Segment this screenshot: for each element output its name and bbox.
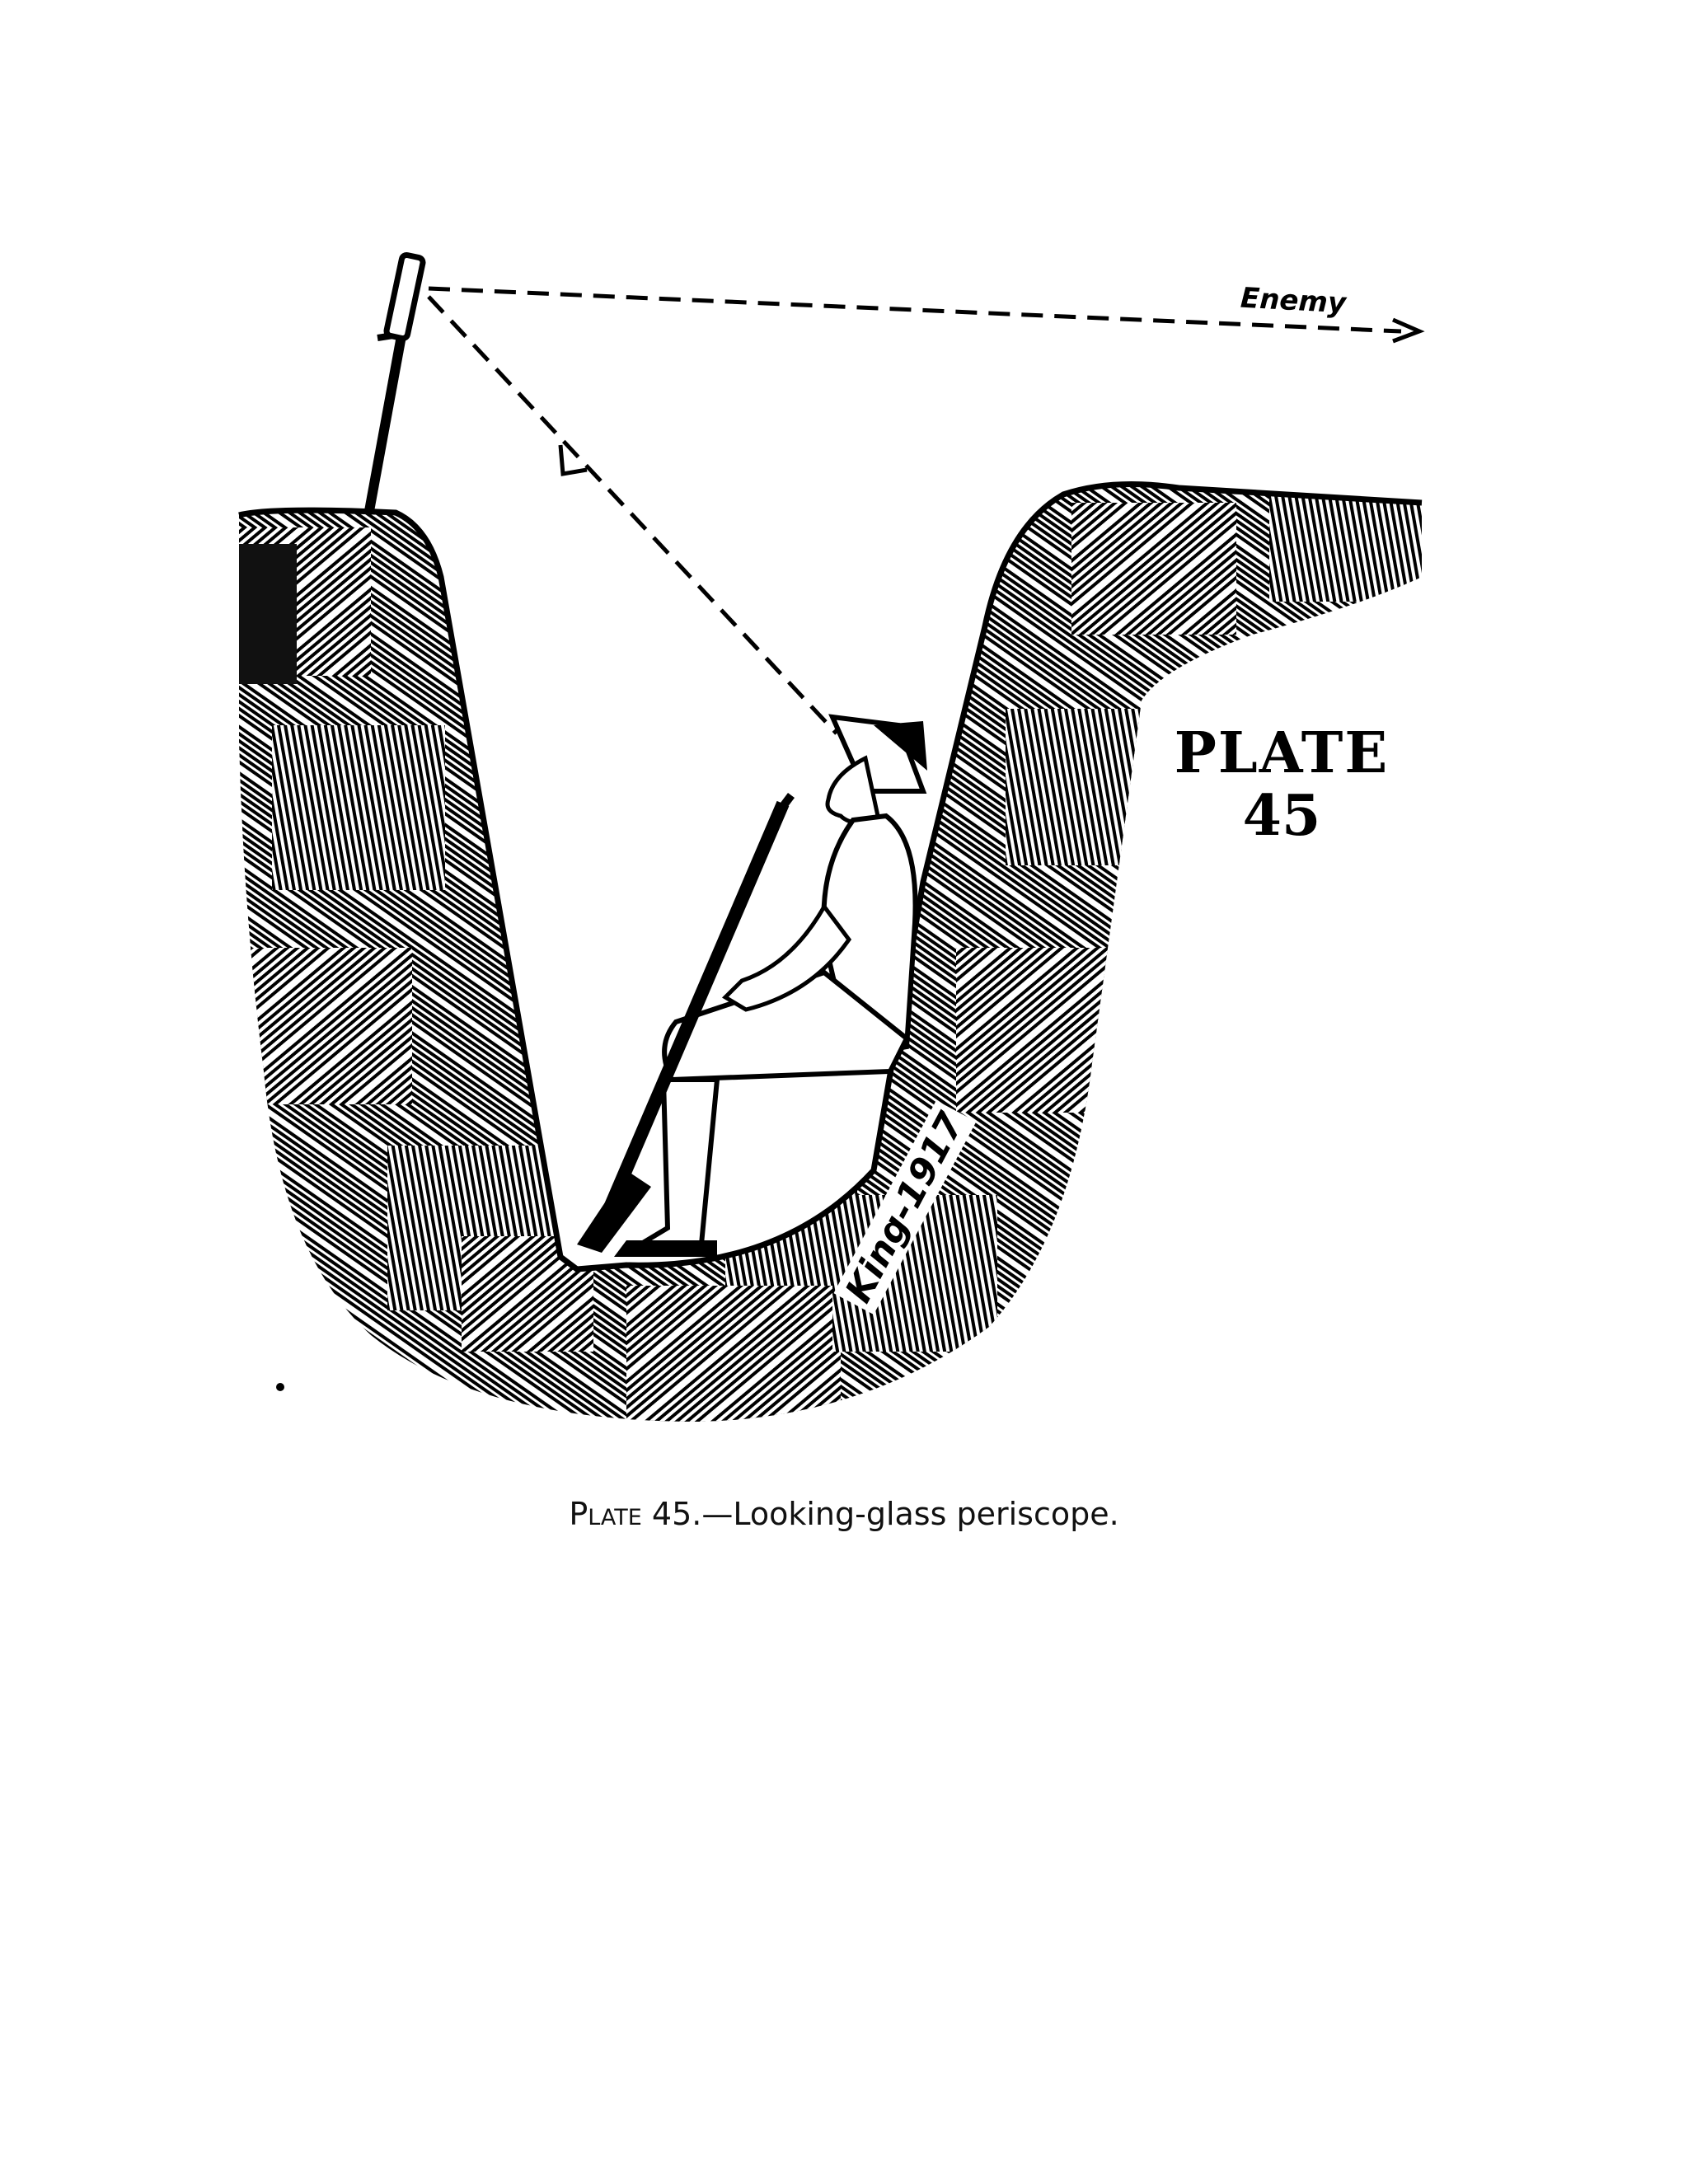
caption-text: 45.—Looking-glass periscope.	[641, 1496, 1119, 1532]
seated-soldier-icon	[614, 714, 927, 1257]
ink-speck	[276, 1383, 284, 1391]
figure-caption: Plate 45.—Looking-glass periscope.	[0, 1496, 1688, 1532]
sight-lines	[427, 286, 1425, 735]
parapet-shadow	[239, 544, 297, 684]
trench-illustration	[238, 252, 1425, 1422]
enemy-label: Enemy	[1240, 281, 1348, 321]
periscope-mirror-icon	[364, 252, 426, 513]
caption-plate-word: Plate	[569, 1496, 642, 1532]
arrow-up-left-icon	[558, 444, 588, 476]
plate-word: PLATE	[1174, 720, 1390, 786]
plate-number: 45	[1242, 783, 1321, 849]
rifle-icon	[577, 793, 795, 1253]
trench-outline	[238, 481, 1423, 1272]
plate-label: PLATE 45	[1150, 725, 1414, 844]
arrow-right-icon	[1391, 317, 1425, 344]
